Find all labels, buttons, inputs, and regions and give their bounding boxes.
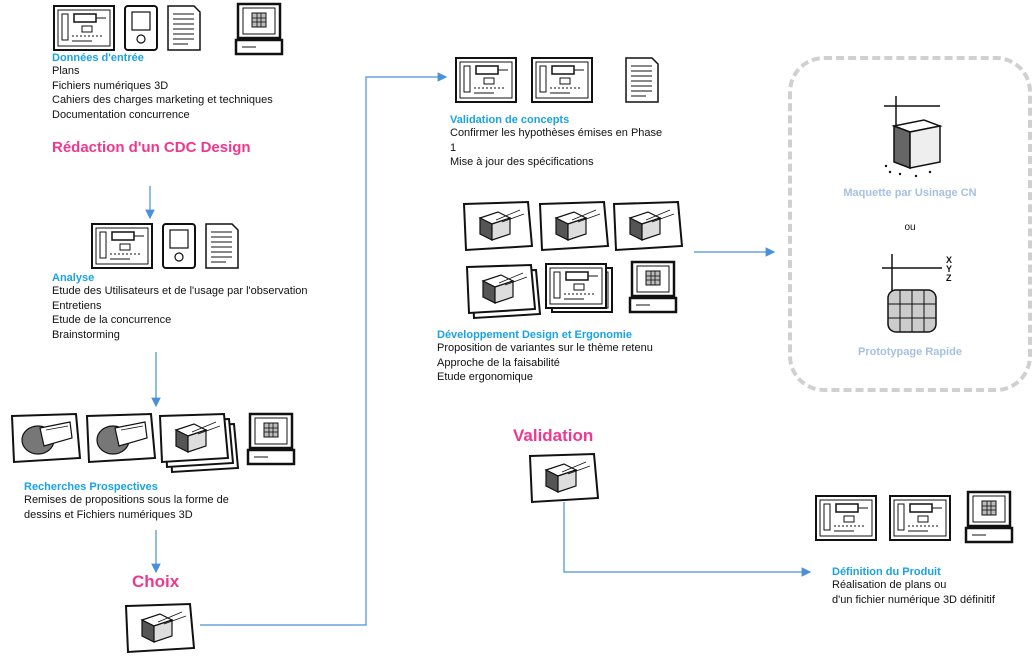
- cnc-machining-icon: [884, 96, 943, 178]
- choix-title: Choix: [132, 572, 180, 591]
- donnees-line: Plans: [52, 65, 80, 77]
- validation-concepts-line: 1: [450, 141, 457, 154]
- recherches-line: Remises de propositions sous la forme de: [24, 494, 229, 506]
- validation-concepts-line: Mise à jour des spécifications: [450, 156, 594, 169]
- donnees-line: Cahiers des charges marketing et techniq…: [52, 94, 273, 107]
- developpement-title: Développement Design et Ergonomie: [437, 329, 632, 341]
- analyse-line: Etude des Utilisateurs et de l'usage par…: [52, 285, 308, 297]
- validation-concepts-title: Validation de concepts: [450, 114, 570, 126]
- donnees-block: Données d'entrée Plans Fichiers numériqu…: [52, 52, 273, 122]
- analyse-line: Entretiens: [52, 299, 102, 312]
- definition-line: Réalisation de plans ou: [832, 579, 947, 591]
- developpement-line: Approche de la faisabilité: [437, 356, 560, 369]
- validation-concepts-block: Validation de concepts Confirmer les hyp…: [450, 114, 662, 170]
- donnees-line: Fichiers numériques 3D: [52, 79, 169, 92]
- definition-block: Définition du Produit Réalisation de pla…: [832, 566, 995, 607]
- recherches-block: Recherches Prospectives Remises de propo…: [24, 481, 229, 522]
- recherches-line: dessins et Fichiers numériques 3D: [24, 508, 193, 521]
- developpement-block: Développement Design et Ergonomie Propos…: [437, 329, 653, 385]
- definition-title: Définition du Produit: [832, 566, 941, 578]
- maquette-title: Maquette par Usinage CN: [843, 187, 977, 199]
- donnees-title: Données d'entrée: [52, 52, 144, 64]
- or-label: ou: [904, 222, 916, 233]
- developpement-line: Proposition de variantes sur le thème re…: [437, 342, 653, 354]
- definition-line: d'un fichier numérique 3D définitif: [832, 593, 995, 606]
- rapid-prototyping-icon: [882, 254, 942, 333]
- recherches-title: Recherches Prospectives: [24, 481, 158, 493]
- axis-z-label: Z: [946, 273, 952, 283]
- axis-x-label: X: [946, 255, 953, 265]
- donnees-line: Documentation concurrence: [52, 108, 190, 121]
- analyse-block: Analyse Etude des Utilisateurs et de l'u…: [52, 272, 308, 342]
- prototype-frame: [788, 56, 1032, 392]
- axis-labels: X Y Z: [946, 256, 952, 283]
- analyse-line: Etude de la concurrence: [52, 314, 172, 327]
- prototypage-title: Prototypage Rapide: [858, 346, 962, 358]
- validation-concepts-line: Confirmer les hypothèses émises en Phase: [450, 127, 663, 139]
- validation-title: Validation: [513, 426, 594, 445]
- axis-y-label: Y: [946, 264, 953, 274]
- developpement-line: Etude ergonomique: [437, 371, 534, 384]
- redaction-title: Rédaction d'un CDC Design: [52, 139, 251, 156]
- analyse-title: Analyse: [52, 272, 95, 284]
- analyse-line: Brainstorming: [52, 328, 120, 341]
